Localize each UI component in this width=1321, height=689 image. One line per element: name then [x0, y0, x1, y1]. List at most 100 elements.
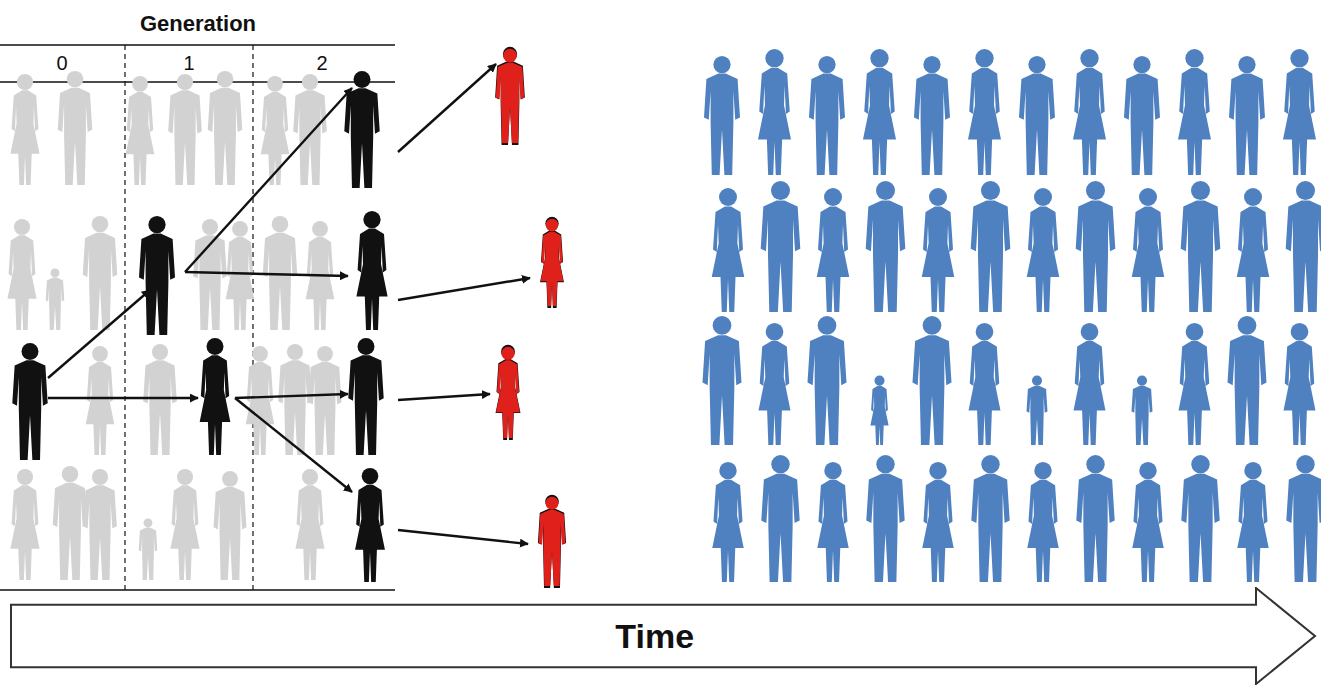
person-silhouette [1074, 323, 1106, 445]
head [144, 518, 153, 527]
head [824, 188, 842, 206]
person-silhouette [246, 346, 275, 455]
person-silhouette [1229, 56, 1265, 175]
body [866, 474, 904, 582]
head [1185, 49, 1203, 67]
body [1124, 74, 1160, 175]
person-silhouette [356, 211, 387, 330]
column-divider [124, 45, 125, 590]
person-silhouette [1284, 323, 1316, 445]
person-silhouette [208, 71, 243, 185]
body [759, 341, 791, 445]
head [818, 56, 835, 73]
people-silhouettes [7, 47, 1321, 588]
descent-arrow [235, 394, 348, 398]
head [1296, 455, 1314, 473]
body [200, 355, 231, 455]
head [546, 497, 559, 510]
head [719, 188, 737, 206]
person-silhouette [1027, 376, 1048, 445]
person-silhouette [971, 181, 1011, 312]
head [771, 455, 789, 473]
body [139, 528, 158, 580]
body [1027, 386, 1048, 445]
head [929, 462, 946, 479]
head [207, 338, 224, 355]
descent-arrow [235, 398, 352, 492]
lineage-arrows [48, 64, 530, 544]
body [703, 335, 742, 445]
body [139, 234, 175, 335]
head [1139, 188, 1157, 206]
body [214, 487, 247, 580]
person-silhouette [914, 56, 950, 175]
person-silhouette [538, 495, 566, 588]
body [278, 360, 312, 455]
head [14, 219, 30, 235]
person-silhouette [870, 376, 888, 445]
body [971, 474, 1009, 582]
person-silhouette [1286, 455, 1321, 582]
person-silhouette [1124, 56, 1160, 175]
person-silhouette [12, 343, 47, 460]
body [1284, 341, 1316, 445]
body [226, 237, 255, 330]
generation-number: 2 [316, 52, 327, 75]
body [968, 68, 1001, 175]
head [302, 469, 318, 485]
head [1081, 323, 1099, 341]
body [1229, 74, 1265, 175]
generation-table [0, 45, 395, 590]
head [22, 343, 39, 360]
body [53, 483, 88, 580]
body [208, 88, 243, 185]
body [866, 200, 906, 312]
body [817, 480, 848, 582]
person-silhouette [83, 216, 118, 330]
head [1133, 56, 1150, 73]
generation-number: 0 [56, 52, 67, 75]
table-rule [0, 44, 395, 46]
head [17, 469, 33, 485]
person-silhouette [922, 188, 955, 312]
body [1228, 335, 1267, 445]
head [870, 49, 888, 67]
person-silhouette [712, 462, 743, 582]
person-silhouette [1178, 49, 1211, 175]
head [302, 74, 318, 90]
person-silhouette [1132, 462, 1163, 582]
head [51, 268, 60, 277]
person-silhouette [541, 219, 564, 306]
head [92, 469, 108, 485]
person-silhouette [278, 344, 312, 455]
table-heading: Generation [140, 11, 256, 37]
head [503, 49, 517, 63]
head [1238, 56, 1255, 73]
body [1019, 74, 1055, 175]
person-silhouette [200, 338, 231, 455]
person-silhouette [1027, 188, 1060, 312]
person-silhouette [758, 49, 791, 175]
body [1178, 68, 1211, 175]
head [1244, 462, 1261, 479]
head [1290, 49, 1308, 67]
body [496, 359, 521, 440]
body [1027, 206, 1060, 312]
head [17, 74, 33, 90]
person-silhouette [712, 188, 745, 312]
body [540, 230, 564, 308]
body [309, 362, 342, 455]
head [1191, 455, 1209, 473]
body [83, 233, 118, 330]
person-silhouette [1019, 56, 1055, 175]
person-silhouette [1181, 455, 1219, 582]
head [766, 323, 784, 341]
body [539, 510, 566, 586]
head [267, 76, 283, 92]
person-silhouette [1181, 181, 1221, 312]
body [170, 485, 199, 580]
head [929, 188, 947, 206]
body [1181, 200, 1221, 312]
head [975, 49, 993, 67]
